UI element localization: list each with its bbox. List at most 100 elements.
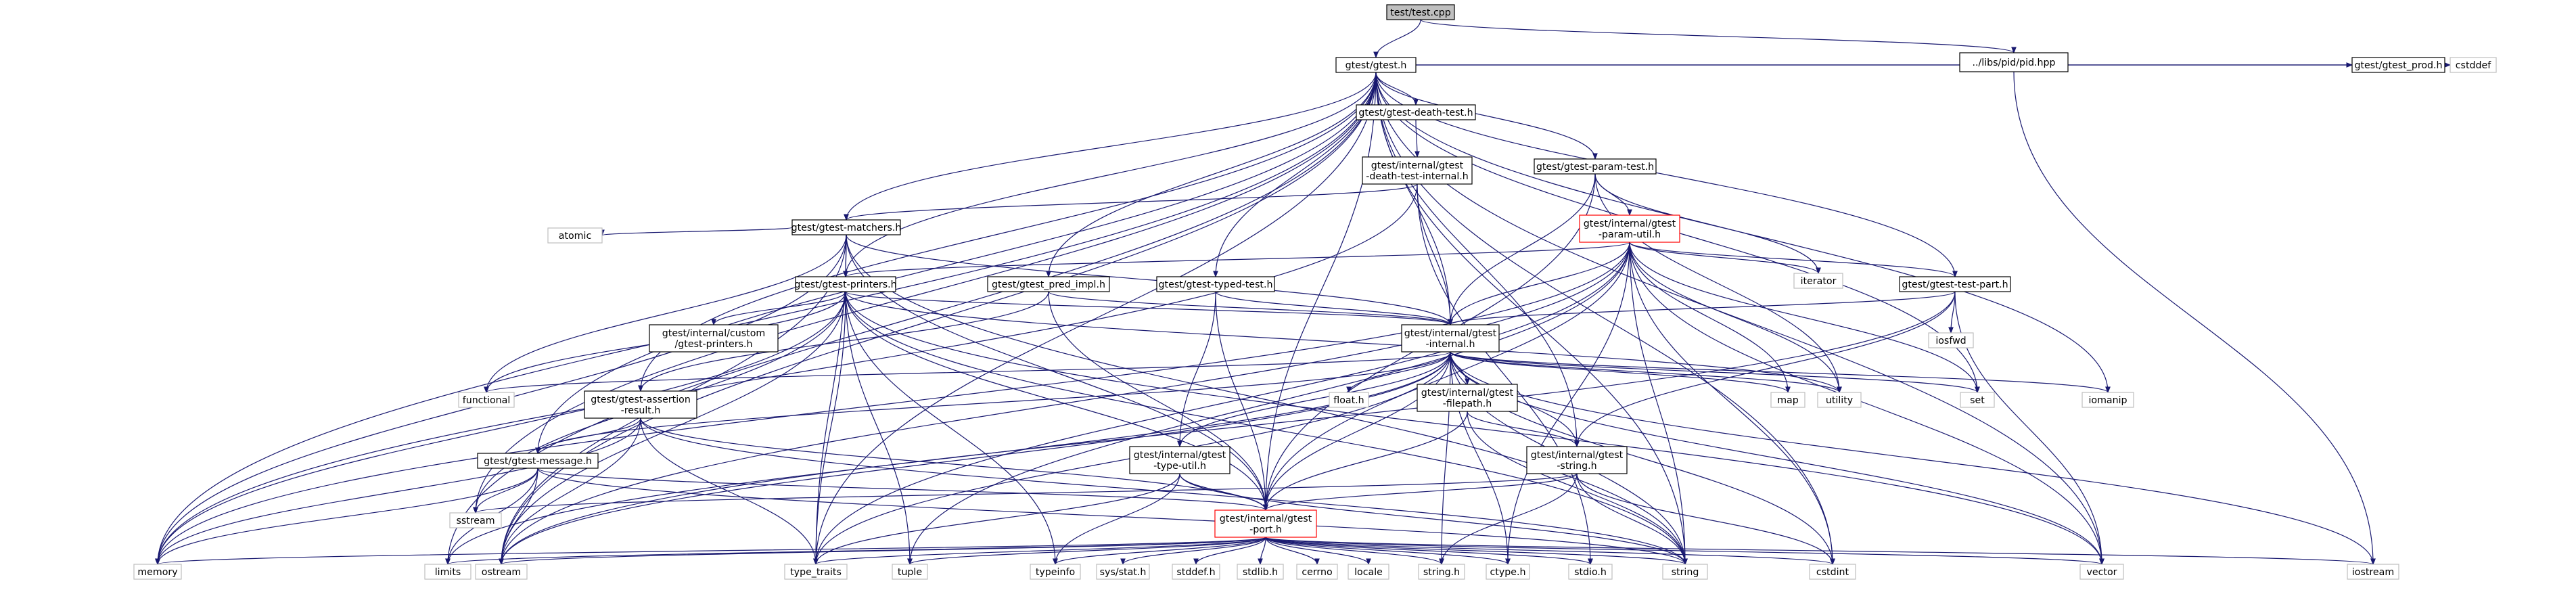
node-custom_printers_h[interactable]: gtest/internal/custom/gtest-printers.h [649, 324, 779, 353]
node-label: gtest/internal/gtest [1134, 450, 1226, 461]
node-label: vector [2086, 567, 2117, 578]
node-box [795, 276, 896, 292]
node-box [2082, 392, 2134, 408]
node-sstream: sstream [449, 512, 502, 528]
node-label: gtest/gtest-death-test.h [1358, 108, 1473, 118]
node-box [2079, 564, 2124, 580]
edge-gtest_h-to-pred_impl_h [1049, 72, 1377, 277]
node-iterator: iterator [1793, 273, 1843, 289]
edge-internal_h-to-float_h [1349, 351, 1451, 393]
node-label: -death-test-internal.h [1366, 171, 1469, 182]
node-box [458, 392, 515, 408]
node-printers_h[interactable]: gtest/gtest-printers.h [794, 276, 897, 292]
edges-layer [158, 19, 2450, 565]
node-label: tuple [898, 567, 922, 578]
node-label: utility [1826, 395, 1853, 406]
edge-message_h-to-sstream [476, 468, 538, 514]
node-assertion_result_h[interactable]: gtest/gtest-assertion-result.h [584, 390, 697, 419]
node-death_test_h[interactable]: gtest/gtest-death-test.h [1356, 104, 1476, 120]
edge-port_h-to-vector [1265, 537, 2102, 565]
node-filepath_h[interactable]: gtest/internal/gtest-filepath.h [1417, 384, 1518, 412]
node-label: float.h [1333, 395, 1364, 406]
edge-gtest_h-to-matchers_h [846, 72, 1377, 220]
node-box [1296, 564, 1338, 580]
node-label: gtest/gtest-matchers.h [791, 223, 902, 233]
node-label: test/test.cpp [1390, 7, 1451, 18]
node-label: atomic [559, 231, 592, 242]
node-box [1362, 156, 1473, 185]
edge-death_internal_h-to-memory [158, 183, 1418, 564]
edge-message_h-to-ostream [501, 468, 538, 564]
node-box [1096, 564, 1150, 580]
edge-gtest_h-to-printers_h [846, 72, 1377, 277]
node-box [892, 564, 928, 580]
node-message_h[interactable]: gtest/gtest-message.h [477, 453, 599, 469]
node-box [1486, 564, 1530, 580]
edge-string_h_int-to-string [1576, 473, 1685, 564]
node-box [1793, 273, 1843, 289]
node-string_h_int[interactable]: gtest/internal/gtest-string.h [1526, 446, 1628, 474]
node-vector: vector [2079, 564, 2124, 580]
node-box [1329, 392, 1369, 408]
node-typed_test_h[interactable]: gtest/gtest-typed-test.h [1156, 276, 1275, 292]
node-label: iterator [1801, 276, 1837, 287]
edge-message_h-to-port_h [537, 468, 1266, 511]
edge-param_util_h-to-vector [1629, 242, 2102, 564]
node-label: set [1970, 395, 1985, 406]
node-test_part_h[interactable]: gtest/gtest-test-part.h [1899, 276, 2011, 292]
node-sys_stat_h: sys/stat.h [1096, 564, 1150, 580]
edge-string_h_int-to-cstdint [1576, 473, 1833, 564]
node-label: iosfwd [1935, 336, 1966, 346]
node-matchers_h[interactable]: gtest/gtest-matchers.h [791, 219, 902, 235]
node-internal_h[interactable]: gtest/internal/gtest-internal.h [1401, 324, 1500, 353]
edge-port_h-to-memory [158, 537, 1266, 565]
node-label: typeinfo [1036, 567, 1075, 578]
node-label: ostream [482, 567, 521, 578]
node-box [1579, 214, 1680, 243]
node-cstdint: cstdint [1809, 564, 1856, 580]
edge-port_h-to-ostream [501, 537, 1266, 565]
node-ostream: ostream [475, 564, 528, 580]
node-functional: functional [458, 392, 515, 408]
node-box [1526, 446, 1628, 474]
node-pid_hpp[interactable]: ../libs/pid/pid.hpp [1959, 52, 2069, 72]
node-label: -internal.h [1425, 339, 1475, 350]
edge-param_util_h-to-ostream [501, 242, 1630, 564]
node-label: -string.h [1557, 461, 1596, 472]
node-box [1928, 332, 1974, 348]
node-param_test_h[interactable]: gtest/gtest-param-test.h [1534, 158, 1657, 175]
edge-message_h-to-memory [158, 468, 538, 564]
node-label: gtest/internal/gtest [1404, 328, 1497, 339]
node-box [1356, 104, 1476, 120]
node-gtest_prod_h[interactable]: gtest/gtest_prod.h [2351, 57, 2445, 73]
node-port_h[interactable]: gtest/internal/gtest-port.h [1214, 509, 1317, 538]
node-param_util_h[interactable]: gtest/internal/gtest-param-util.h [1579, 214, 1680, 243]
node-box [584, 390, 697, 419]
edge-internal_h-to-ostream [501, 351, 1451, 564]
node-label: gtest/gtest_prod.h [2354, 60, 2442, 71]
node-box [547, 227, 603, 244]
node-box [1899, 276, 2011, 292]
node-box [133, 564, 182, 580]
edge-assertion_result_h-to-ostream [501, 417, 641, 564]
node-test_cpp[interactable]: test/test.cpp [1386, 4, 1455, 20]
node-label: stddef.h [1176, 567, 1215, 578]
edge-port_h-to-stdio_h [1265, 537, 1590, 565]
node-death_internal_h[interactable]: gtest/internal/gtest-death-test-internal… [1362, 156, 1473, 185]
edge-gtest_h-to-limits [448, 72, 1377, 564]
node-pred_impl_h[interactable]: gtest/gtest_pred_impl.h [987, 276, 1110, 292]
node-box [1348, 564, 1389, 580]
node-type_util_h[interactable]: gtest/internal/gtest-type-util.h [1129, 446, 1230, 474]
edge-typed_test_h-to-type_util_h [1180, 291, 1216, 447]
edge-matchers_h-to-internal_h [846, 234, 1450, 325]
node-label: locale [1354, 567, 1383, 578]
edge-typed_test_h-to-port_h [1215, 291, 1266, 510]
edge-gtest_h-to-memory [158, 72, 1377, 564]
node-label: gtest/internal/gtest [1421, 388, 1514, 399]
node-cstddef: cstddef [2450, 57, 2497, 73]
edge-gtest_h-to-message_h [538, 72, 1377, 453]
node-gtest_h[interactable]: gtest/gtest.h [1335, 57, 1417, 73]
node-box [791, 219, 901, 235]
node-label: sys/stat.h [1100, 567, 1147, 578]
